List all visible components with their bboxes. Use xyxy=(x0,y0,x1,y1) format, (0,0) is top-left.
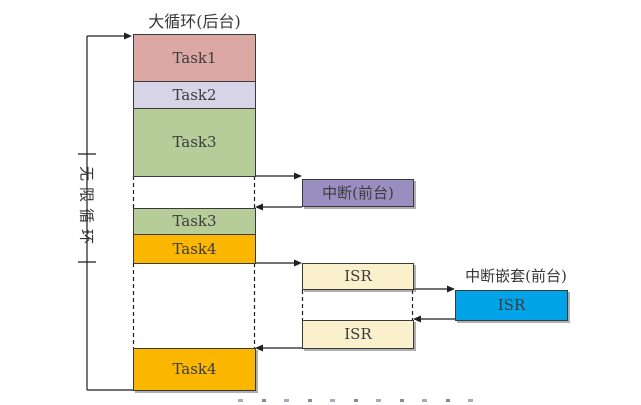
nested-isr-call-arrowhead-icon xyxy=(447,285,455,293)
loop-entry-arrowhead-icon xyxy=(124,32,132,40)
nested-isr-return-arrowhead-icon xyxy=(413,315,421,323)
interrupt-return-arrowhead-icon xyxy=(255,203,263,211)
nested-isr-box: ISR xyxy=(455,290,568,321)
isr-box-1: ISR xyxy=(302,263,414,290)
isr-box-2: ISR xyxy=(302,320,414,349)
task2-box: Task2 xyxy=(133,81,256,109)
task3-resumed-box: Task3 xyxy=(133,208,256,235)
nested-interrupt-title: 中断嵌套(前台) xyxy=(465,267,567,285)
interrupt-call-arrowhead-icon xyxy=(294,172,302,180)
infinite-loop-label: 无限循环 xyxy=(77,165,96,251)
task4-resumed-box: Task4 xyxy=(133,348,256,391)
isr-call-arrowhead-icon xyxy=(294,259,302,267)
task4-box: Task4 xyxy=(133,234,256,264)
task1-box: Task1 xyxy=(133,34,256,82)
cropped-caption-remnant xyxy=(238,399,476,402)
interrupt-foreground-box: 中断(前台) xyxy=(302,179,414,207)
isr-return-arrowhead-icon xyxy=(255,344,263,352)
task3-box: Task3 xyxy=(133,108,256,177)
background-loop-title: 大循环(后台) xyxy=(148,12,241,31)
